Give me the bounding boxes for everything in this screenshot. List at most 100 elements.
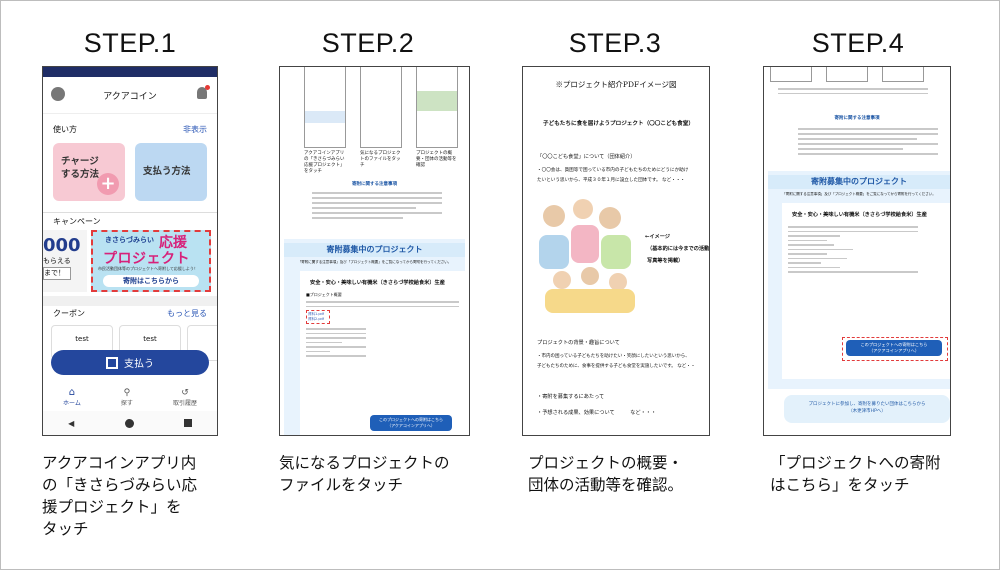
band-title: 寄附募集中のプロジェクト [768, 175, 950, 189]
step3-caption-line: 団体の活動等を確認。 [528, 476, 684, 494]
band-title: 寄附募集中のプロジェクト [284, 243, 465, 257]
step4-caption-line: 「プロジェクトへの寄附 [770, 454, 941, 472]
activity-photo [535, 197, 643, 315]
coupon-label: クーポン [53, 309, 85, 318]
donate-button-highlight [842, 337, 948, 361]
donate-button-line-2: （アクアコインアプリへ） [387, 423, 435, 428]
file-label-3: プロジェクトの概要・団体の活動等を確認 [416, 151, 457, 168]
step3-title: STEP.3 [568, 28, 662, 58]
tab-history-label: 取引履歴 [172, 400, 197, 407]
background-heading: プロジェクトの背景・趣旨について [537, 340, 620, 346]
more-link[interactable]: もっと見る [167, 309, 207, 318]
project-section: 寄附募集中のプロジェクト 「寄附に関する注意事項」及び「プロジェクト概要」をご覧… [284, 239, 465, 435]
image-note-1: ←イメージ [645, 234, 670, 240]
image-note-2: （基本的には今までの活動 [647, 246, 710, 252]
android-nav-bar: ◀ [43, 411, 217, 435]
notice-heading: 寄附に関する注意事項 [834, 116, 880, 121]
qr-icon [106, 356, 118, 369]
status-bar [43, 67, 217, 77]
step3-caption-line: プロジェクトの概要・ [528, 454, 684, 472]
tab-search[interactable]: ⚲探す [121, 388, 133, 407]
charge-label-1: チャージ [61, 156, 99, 167]
promo-left-amount: 000 [43, 235, 81, 256]
file-link-2[interactable]: 資料2.pdf [308, 317, 325, 321]
step4-title: STEP.4 [811, 28, 905, 58]
app-header: アクアコイン [43, 77, 217, 114]
thumbnail-strip [770, 67, 950, 103]
file-label-1: アクアコインアプリの「きさらづみらい応援プロジェクト」をタッチ [304, 151, 345, 174]
file-links-box: 資料1.pdf 資料2.pdf [306, 310, 330, 324]
home-icon: ⌂ [68, 387, 76, 398]
campaign-label: キャンペーン [53, 217, 101, 226]
thumbnail-2 [360, 67, 402, 148]
pay-button[interactable]: 支払う [51, 350, 209, 375]
recents-nav-icon[interactable] [183, 419, 192, 427]
pdf-subtitle: 子どもたちに食を届けようプロジェクト（〇〇こども食堂） [543, 121, 694, 127]
notice-lines [312, 189, 442, 222]
charge-method-card[interactable]: チャージ する方法 + [53, 143, 125, 201]
outline-label: ■プロジェクト概要 [306, 292, 342, 297]
search-icon: ⚲ [123, 388, 131, 398]
hide-link[interactable]: 非表示 [183, 125, 207, 134]
coupon-2-label: test [143, 335, 157, 343]
banner-small-text: きさらづみらい [105, 236, 154, 244]
project-card: 安全・安心・美味しい有機米（きさらづ学校給食米）生産 ■プロジェクト概要 資料1… [300, 271, 465, 435]
tab-home[interactable]: ⌂ ホーム [63, 387, 81, 407]
project-section: 寄附募集中のプロジェクト 「寄附に関する注意事項」及び「プロジェクト概要」をご覧… [768, 171, 950, 389]
home-nav-icon[interactable] [124, 418, 134, 428]
coupon-1-label: test [75, 335, 89, 343]
step2-caption: 気になるプロジェクトの ファイルをタッチ [279, 452, 489, 496]
app-title: アクアコイン [103, 91, 157, 102]
background-body-1: ・市内の困っている子どもたちを助けたい・笑顔にしたいという思いから、 [537, 354, 690, 359]
banner-big-2: プロジェクト [103, 251, 190, 267]
step4-web-screenshot: 寄附に関する注意事項 寄附募集中のプロジェクト 「寄附に関する注意事項」及び「プ… [763, 66, 951, 436]
file-link-1[interactable]: 資料1.pdf [308, 312, 325, 316]
group-apply-line-2: （木更津市HPへ） [848, 409, 886, 414]
about-body-2: たいという思いから、平成３０年１月に設立した団体です。 など・・・ [537, 178, 686, 183]
promo-left-text: もらえる [43, 257, 71, 265]
plus-icon: + [97, 173, 119, 195]
project-title: 安全・安心・美味しい有機米（きさらづ学校給食米）生産 [310, 280, 445, 286]
step1-phone-screenshot: アクアコイン 使い方 非表示 チャージ する方法 + 支払う方法 キャンペーン … [42, 66, 218, 436]
user-icon[interactable] [51, 87, 65, 101]
pay-method-card[interactable]: 支払う方法 [135, 143, 207, 201]
step3-pdf-screenshot: ※プロジェクト紹介PDFイメージ図 子どもたちに食を届けようプロジェクト（〇〇こ… [522, 66, 710, 436]
group-apply-line-1: プロジェクトに参加し、寄附を募りたい団体はこちらから [808, 402, 926, 407]
history-icon: ↺ [181, 388, 189, 398]
step1-title: STEP.1 [83, 28, 177, 58]
image-note-3: 写真等を掲載） [647, 258, 684, 264]
promo-banner-left[interactable]: 000 もらえる まで！ [43, 230, 87, 292]
step2-web-screenshot: アクアコインアプリの「きさらづみらい応援プロジェクト」をタッチ 気になるプロジェ… [279, 66, 470, 436]
usage-heading: ・寄附を募集するにあたって [537, 394, 605, 400]
tab-history[interactable]: ↺ 取引履歴 [173, 388, 197, 407]
project-title: 安全・安心・美味しい有機米（きさらづ学校給食米）生産 [792, 212, 927, 218]
pay-method-label: 支払う方法 [143, 166, 191, 177]
promo-left-until: まで！ [43, 267, 71, 280]
about-body-1: ・〇〇会は、貧困等で困っている市内の子どもたちのためにどうにか助け [537, 168, 689, 173]
pdf-heading: ※プロジェクト紹介PDFイメージ図 [555, 80, 677, 89]
back-nav-icon[interactable]: ◀ [68, 418, 75, 428]
bell-icon[interactable] [197, 85, 210, 99]
thumbnail-3 [416, 67, 458, 148]
step4-caption-line: はこちら」をタッチ [770, 476, 910, 494]
step1-caption-line: の「きさらづみらい応 [42, 476, 198, 494]
banner-donate-button[interactable]: 寄附はこちらから [103, 275, 199, 287]
notice-lines [798, 125, 938, 158]
kisarazu-mirai-project-banner[interactable]: きさらづみらい 応援 プロジェクト 市民活動団体等のプロジェクトへ寄附して応援し… [91, 230, 211, 292]
donate-button[interactable]: このプロジェクトへの寄附はこちら （アクアコインアプリへ） [370, 415, 452, 431]
notice-heading: 寄附に関する注意事項 [352, 182, 397, 187]
tab-home-label: ホーム [63, 400, 81, 407]
step2-caption-line: 気になるプロジェクトの [279, 454, 450, 472]
file-label-2: 気になるプロジェクトのファイルをタッチ [360, 151, 401, 168]
step2-title: STEP.2 [321, 28, 415, 58]
effect-heading: ・予想される成果、効果について など・・・ [537, 410, 657, 416]
donate-button-line-1: このプロジェクトへの寄附はこちら [860, 342, 928, 347]
usage-label: 使い方 [53, 125, 77, 134]
donate-button-line-2: （アクアコインアプリへ） [868, 348, 920, 353]
donate-button[interactable]: このプロジェクトへの寄附はこちら （アクアコインアプリへ） [846, 340, 942, 356]
step1-caption: アクアコインアプリ内 の「きさらづみらい応 援プロジェクト」を タッチ [42, 452, 242, 540]
background-body-2: 子どもたちのために、食事を提供する子ども食堂を実施したいです。 など・・ [537, 364, 696, 369]
group-apply-banner[interactable]: プロジェクトに参加し、寄附を募りたい団体はこちらから （木更津市HPへ） [784, 395, 950, 423]
pay-button-label: 支払う [124, 359, 154, 370]
banner-tiny-text: 市民活動団体等のプロジェクトへ寄附して応援しよう！ [98, 266, 198, 271]
